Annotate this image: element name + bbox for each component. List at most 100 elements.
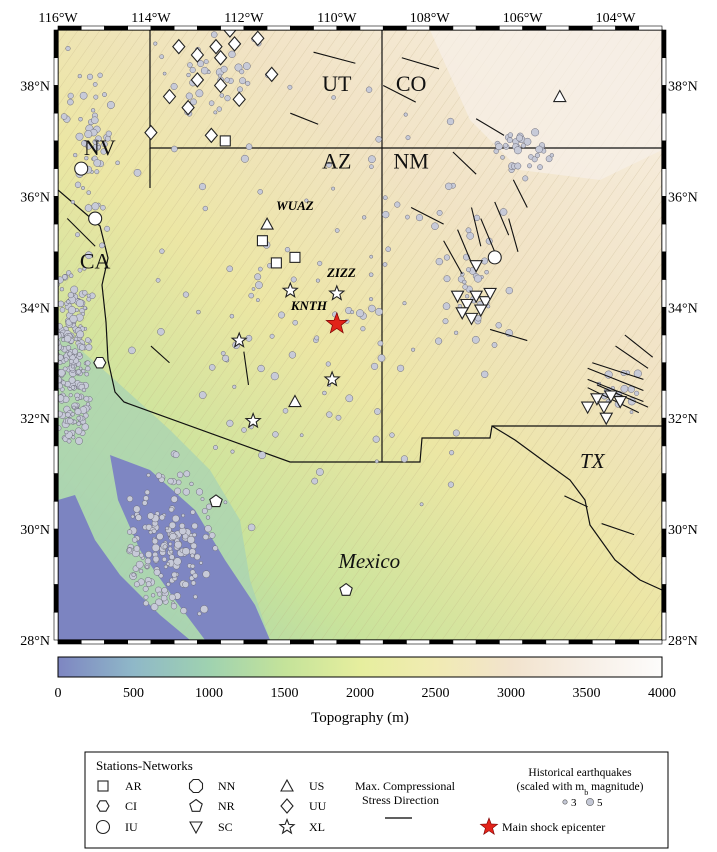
earthquake-dot <box>403 112 408 117</box>
earthquake-dot <box>208 100 215 106</box>
station-sc <box>450 290 465 304</box>
earthquake-dot <box>462 279 467 285</box>
earthquake-dot <box>71 348 79 355</box>
frame-tick <box>53 279 59 308</box>
earthquake-dot <box>81 186 85 190</box>
earthquake-dot <box>58 323 63 330</box>
frame-tick <box>661 279 667 308</box>
earthquake-dot <box>128 346 136 355</box>
station-iu <box>487 250 502 265</box>
earthquake-dot <box>76 330 85 339</box>
frame-tick <box>80 25 105 31</box>
earthquake-dot <box>65 45 71 52</box>
earthquake-dot <box>229 313 235 319</box>
frame-tick <box>359 639 384 645</box>
earthquake-dot <box>382 262 388 267</box>
frame-tick <box>661 362 667 391</box>
earthquake-dot <box>75 396 80 401</box>
earthquake-dot <box>474 274 482 283</box>
earthquake-dot <box>251 287 256 291</box>
earthquake-dot <box>196 309 201 315</box>
earthquake-dot <box>287 84 293 90</box>
legend-label-ar: AR <box>125 779 142 793</box>
earthquake-dot <box>202 570 211 579</box>
earthquake-dot <box>368 304 376 313</box>
latitude-labels-right: 38°N36°N34°N32°N30°N28°N <box>668 79 698 649</box>
frame-tick <box>568 25 593 31</box>
earthquake-dot <box>239 77 247 85</box>
earthquake-dot <box>63 335 72 343</box>
earthquake-dot <box>446 117 455 126</box>
earthquake-dot <box>100 204 106 211</box>
earthquake-dot <box>634 390 640 396</box>
frame-tick <box>382 25 407 31</box>
earthquake-dot <box>248 292 254 299</box>
station-uu <box>162 88 177 105</box>
earthquake-dot <box>360 326 366 332</box>
station-nr <box>339 582 353 596</box>
earthquake-dot <box>200 497 205 502</box>
map-frame <box>53 25 667 645</box>
earthquake-dot <box>620 384 629 393</box>
earthquake-dot <box>65 345 72 351</box>
earthquake-dot <box>153 41 158 46</box>
earthquake-dot <box>138 552 144 558</box>
stress-line <box>382 84 417 103</box>
lat-tick-label: 34°N <box>668 301 698 316</box>
earthquake-dot <box>170 603 178 610</box>
earthquake-dot <box>382 210 390 219</box>
earthquake-dot <box>522 175 529 182</box>
earthquake-dot <box>194 553 201 561</box>
earthquake-dot <box>484 269 489 275</box>
earthquake-dot <box>334 228 340 233</box>
earthquake-dot <box>67 292 74 299</box>
station-uu <box>204 127 219 144</box>
earthquake-dot <box>182 581 189 588</box>
colorbar-tick-label: 1500 <box>271 686 299 701</box>
frame-tick <box>661 390 667 419</box>
earthquake-dot <box>311 477 319 485</box>
lat-tick-label: 36°N <box>668 190 698 205</box>
frame-tick <box>53 528 59 558</box>
earthquake-dot <box>133 545 141 552</box>
station-sc <box>469 260 484 273</box>
earthquake-dot <box>371 362 379 370</box>
earthquake-dot <box>176 471 184 478</box>
earthquake-dot <box>150 593 156 598</box>
earthquake-dot <box>169 554 175 560</box>
station-ci <box>93 356 107 369</box>
earthquake-dot <box>197 611 202 616</box>
earthquake-dot <box>316 468 324 476</box>
earthquake-dot <box>115 160 120 166</box>
colorbar-gradient <box>57 656 663 678</box>
frame-tick <box>661 57 667 86</box>
lat-tick-label: 32°N <box>668 412 698 427</box>
frame-tick <box>313 639 338 645</box>
earthquake-dot <box>465 227 472 234</box>
station-uu <box>190 47 205 63</box>
earthquake-dot <box>228 50 236 58</box>
legend-label-xl: XL <box>309 820 325 834</box>
frame-tick <box>220 639 245 645</box>
earthquake-dot <box>84 371 89 377</box>
frame-tick <box>173 639 198 645</box>
stress-line <box>624 334 654 358</box>
seismic-stations <box>74 30 628 596</box>
earthquake-dot <box>59 287 65 292</box>
legend-label-us: US <box>309 779 324 793</box>
earthquake-dot <box>75 132 84 141</box>
frame-tick <box>220 25 245 31</box>
earthquake-dot <box>224 95 231 102</box>
station-sc <box>464 312 479 326</box>
earthquake-dot <box>73 152 78 158</box>
earthquake-dot <box>172 451 180 459</box>
political-boundaries <box>58 30 662 591</box>
legend-symbol-xl <box>278 817 296 835</box>
earthquake-dot <box>495 142 503 151</box>
earthquake-dot <box>157 591 162 597</box>
earthquake-dot <box>142 585 149 592</box>
station-uu <box>227 36 242 52</box>
earthquake-dot <box>182 488 190 496</box>
